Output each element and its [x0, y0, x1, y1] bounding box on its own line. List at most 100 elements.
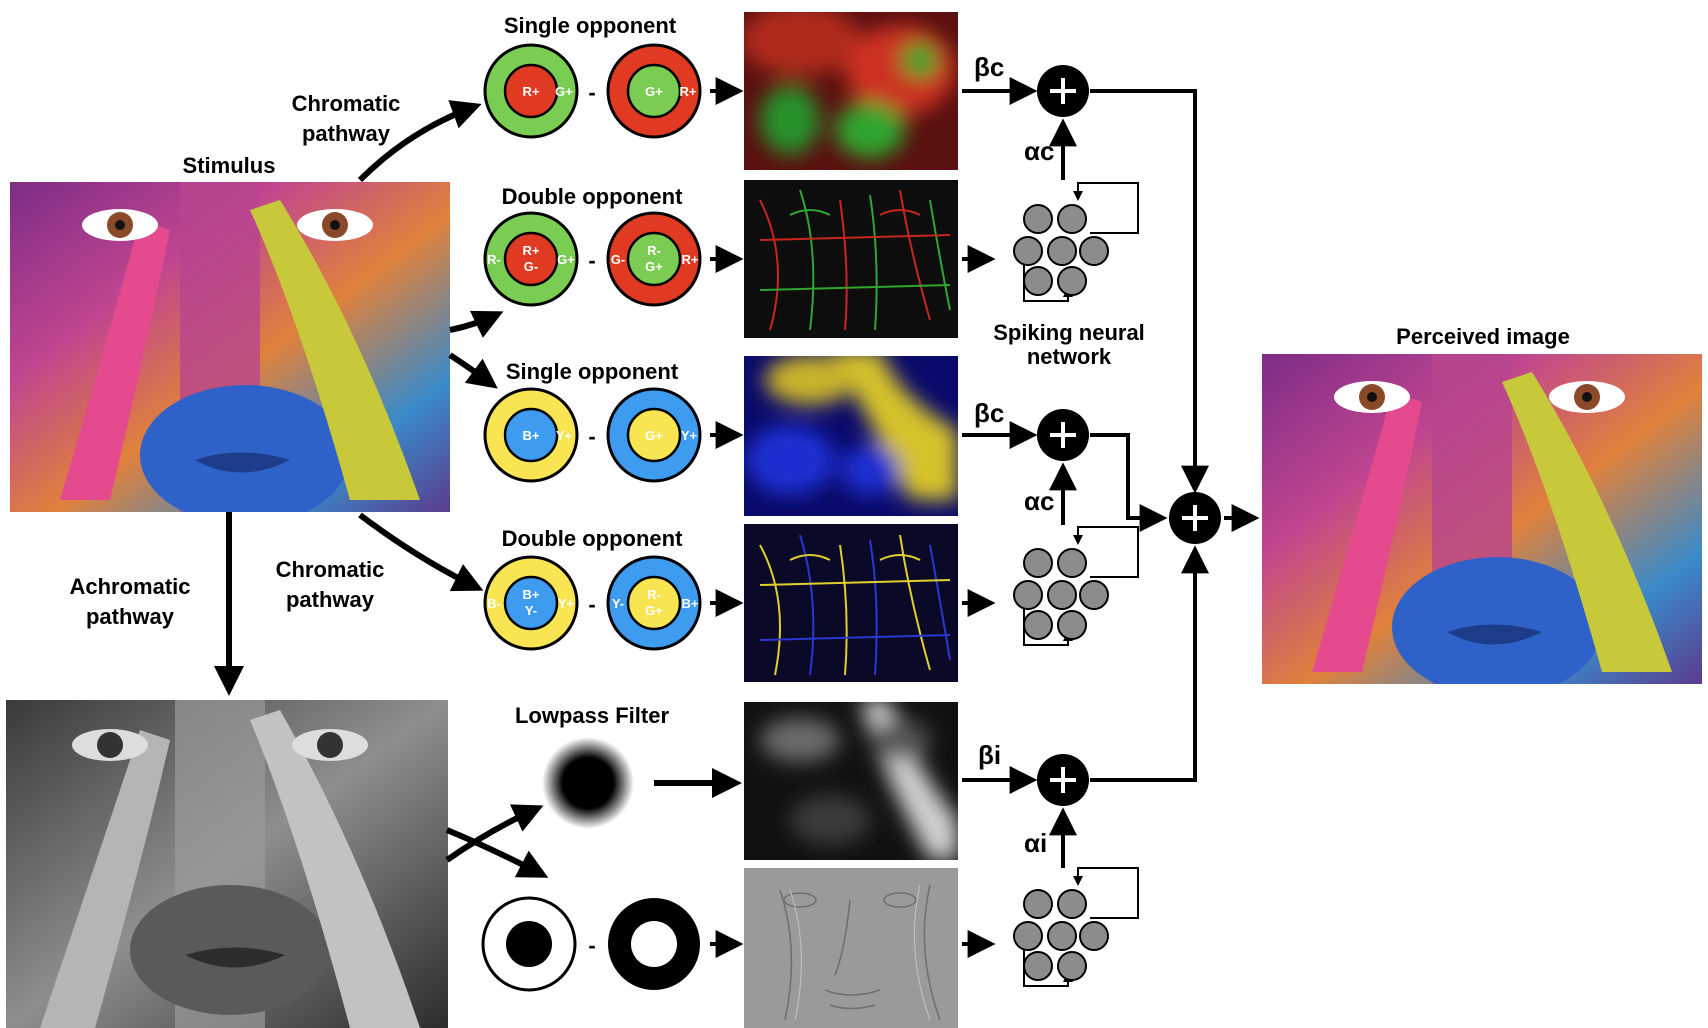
- minus-sign: -: [588, 592, 595, 617]
- snn-loop-arrowhead: [1073, 191, 1083, 201]
- rf-label: B+: [523, 428, 540, 443]
- sum-node-final: [1169, 492, 1221, 544]
- snn-neuron: [1013, 580, 1043, 610]
- sum-node-lum: [1037, 754, 1089, 806]
- snn-neuron: [1047, 580, 1077, 610]
- rf-label: G-: [524, 259, 538, 274]
- snn-neuron: [1079, 580, 1109, 610]
- double-opponent-label: Double opponent: [502, 184, 684, 209]
- chromatic-pathway-label: pathway: [286, 587, 375, 612]
- snn-loop-arrowhead: [1073, 876, 1083, 886]
- rf-achromatic-off-center: [608, 898, 700, 990]
- rf-by-double-b: R- G+ Y- B+: [606, 555, 702, 651]
- beta-c-label: βc: [974, 52, 1004, 82]
- snn-neuron: [1023, 889, 1053, 919]
- rf-label: Y+: [558, 596, 575, 611]
- rf-to-map-arrows: [710, 77, 744, 958]
- snn-loop-arrowhead: [1073, 535, 1083, 545]
- pathway-arrows: [214, 100, 742, 878]
- snn-neuron: [1023, 610, 1053, 640]
- alpha-c-label: αc: [1024, 486, 1054, 516]
- single-opponent-label: Single opponent: [506, 359, 679, 384]
- rf-label: R+: [523, 243, 540, 258]
- rf-label: R-: [487, 252, 501, 267]
- rf-rg-double-b: R- G+ G- R+: [606, 211, 702, 307]
- snn-neuron: [1057, 889, 1087, 919]
- alpha-c-label: αc: [1024, 136, 1054, 166]
- rf-label: R+: [523, 84, 540, 99]
- rf-label: G+: [555, 84, 573, 99]
- sum-node-by: [1037, 409, 1089, 461]
- chromatic-pathway-label: Chromatic: [276, 557, 385, 582]
- snn-label: Spiking neural: [993, 320, 1145, 345]
- beta-c-label: βc: [974, 398, 1004, 428]
- rf-label: B+: [682, 596, 699, 611]
- rf-label: R-: [647, 243, 661, 258]
- rf-label: Y-: [612, 596, 624, 611]
- spiking-network-1: [1013, 182, 1139, 302]
- beta-i-label: βi: [978, 740, 1001, 770]
- rf-rg-single-b: G+ R+: [606, 43, 702, 139]
- snn-neuron: [1023, 951, 1053, 981]
- snn-label: network: [1027, 344, 1112, 369]
- alpha-i-label: αi: [1024, 828, 1047, 858]
- spiking-network-2: [1013, 526, 1139, 646]
- snn-neuron: [1023, 204, 1053, 234]
- rf-rg-double-a: R+ G- R- G+: [483, 211, 579, 307]
- perceived-image: [1262, 354, 1702, 684]
- achromatic-pathway-label: Achromatic: [69, 574, 190, 599]
- rf-by-single-b: G+ Y+: [606, 387, 702, 483]
- snn-neuron: [1057, 610, 1087, 640]
- double-opponent-label: Double opponent: [502, 526, 684, 551]
- stimulus-image: [10, 182, 450, 512]
- feature-map-by-single: [744, 356, 958, 516]
- snn-neuron: [1013, 921, 1043, 951]
- minus-sign: -: [588, 933, 595, 958]
- lowpass-filter-kernel: [542, 737, 634, 829]
- rf-label: G+: [645, 428, 663, 443]
- rf-label: Y+: [556, 428, 573, 443]
- feature-map-rg-single: [744, 12, 958, 170]
- chromatic-pathway-label: Chromatic: [292, 91, 401, 116]
- integration-arrows: [962, 77, 1260, 958]
- rf-label: G+: [645, 259, 663, 274]
- rf-label: G+: [645, 84, 663, 99]
- rf-label: G+: [645, 603, 663, 618]
- chromatic-pathway-label: pathway: [302, 121, 391, 146]
- rf-label: R+: [682, 252, 699, 267]
- lowpass-filter-label: Lowpass Filter: [515, 703, 669, 728]
- rf-label: B-: [487, 596, 501, 611]
- sum-node-rg: [1037, 65, 1089, 117]
- rf-label: R-: [647, 587, 661, 602]
- achromatic-pathway-label: pathway: [86, 604, 175, 629]
- snn-neuron: [1057, 951, 1087, 981]
- snn-neuron: [1047, 921, 1077, 951]
- snn-neuron: [1023, 548, 1053, 578]
- feature-map-by-double: [744, 524, 958, 682]
- rf-label: Y+: [681, 428, 698, 443]
- stimulus-label: Stimulus: [183, 153, 276, 178]
- minus-sign: -: [588, 80, 595, 105]
- rf-by-single-a: B+ Y+: [483, 387, 579, 483]
- snn-neuron: [1013, 236, 1043, 266]
- minus-sign: -: [588, 248, 595, 273]
- rf-by-double-a: B+ Y- B- Y+: [483, 555, 579, 651]
- snn-neuron: [1057, 548, 1087, 578]
- rf-label: R+: [680, 84, 697, 99]
- snn-neuron: [1047, 236, 1077, 266]
- achromatic-image: [6, 700, 448, 1028]
- snn-neuron: [1057, 204, 1087, 234]
- rf-label: G+: [557, 252, 575, 267]
- spiking-network-3: [1013, 867, 1139, 987]
- rf-label: B+: [523, 587, 540, 602]
- perceived-image-label: Perceived image: [1396, 324, 1570, 349]
- snn-neuron: [1057, 266, 1087, 296]
- feature-map-edges: [744, 868, 958, 1028]
- snn-neuron: [1023, 266, 1053, 296]
- rf-rg-single-a: R+ G+: [483, 43, 579, 139]
- feature-map-rg-double: [744, 180, 958, 338]
- rf-label: Y-: [525, 603, 537, 618]
- single-opponent-label: Single opponent: [504, 13, 677, 38]
- feature-map-lowpass: [744, 702, 958, 860]
